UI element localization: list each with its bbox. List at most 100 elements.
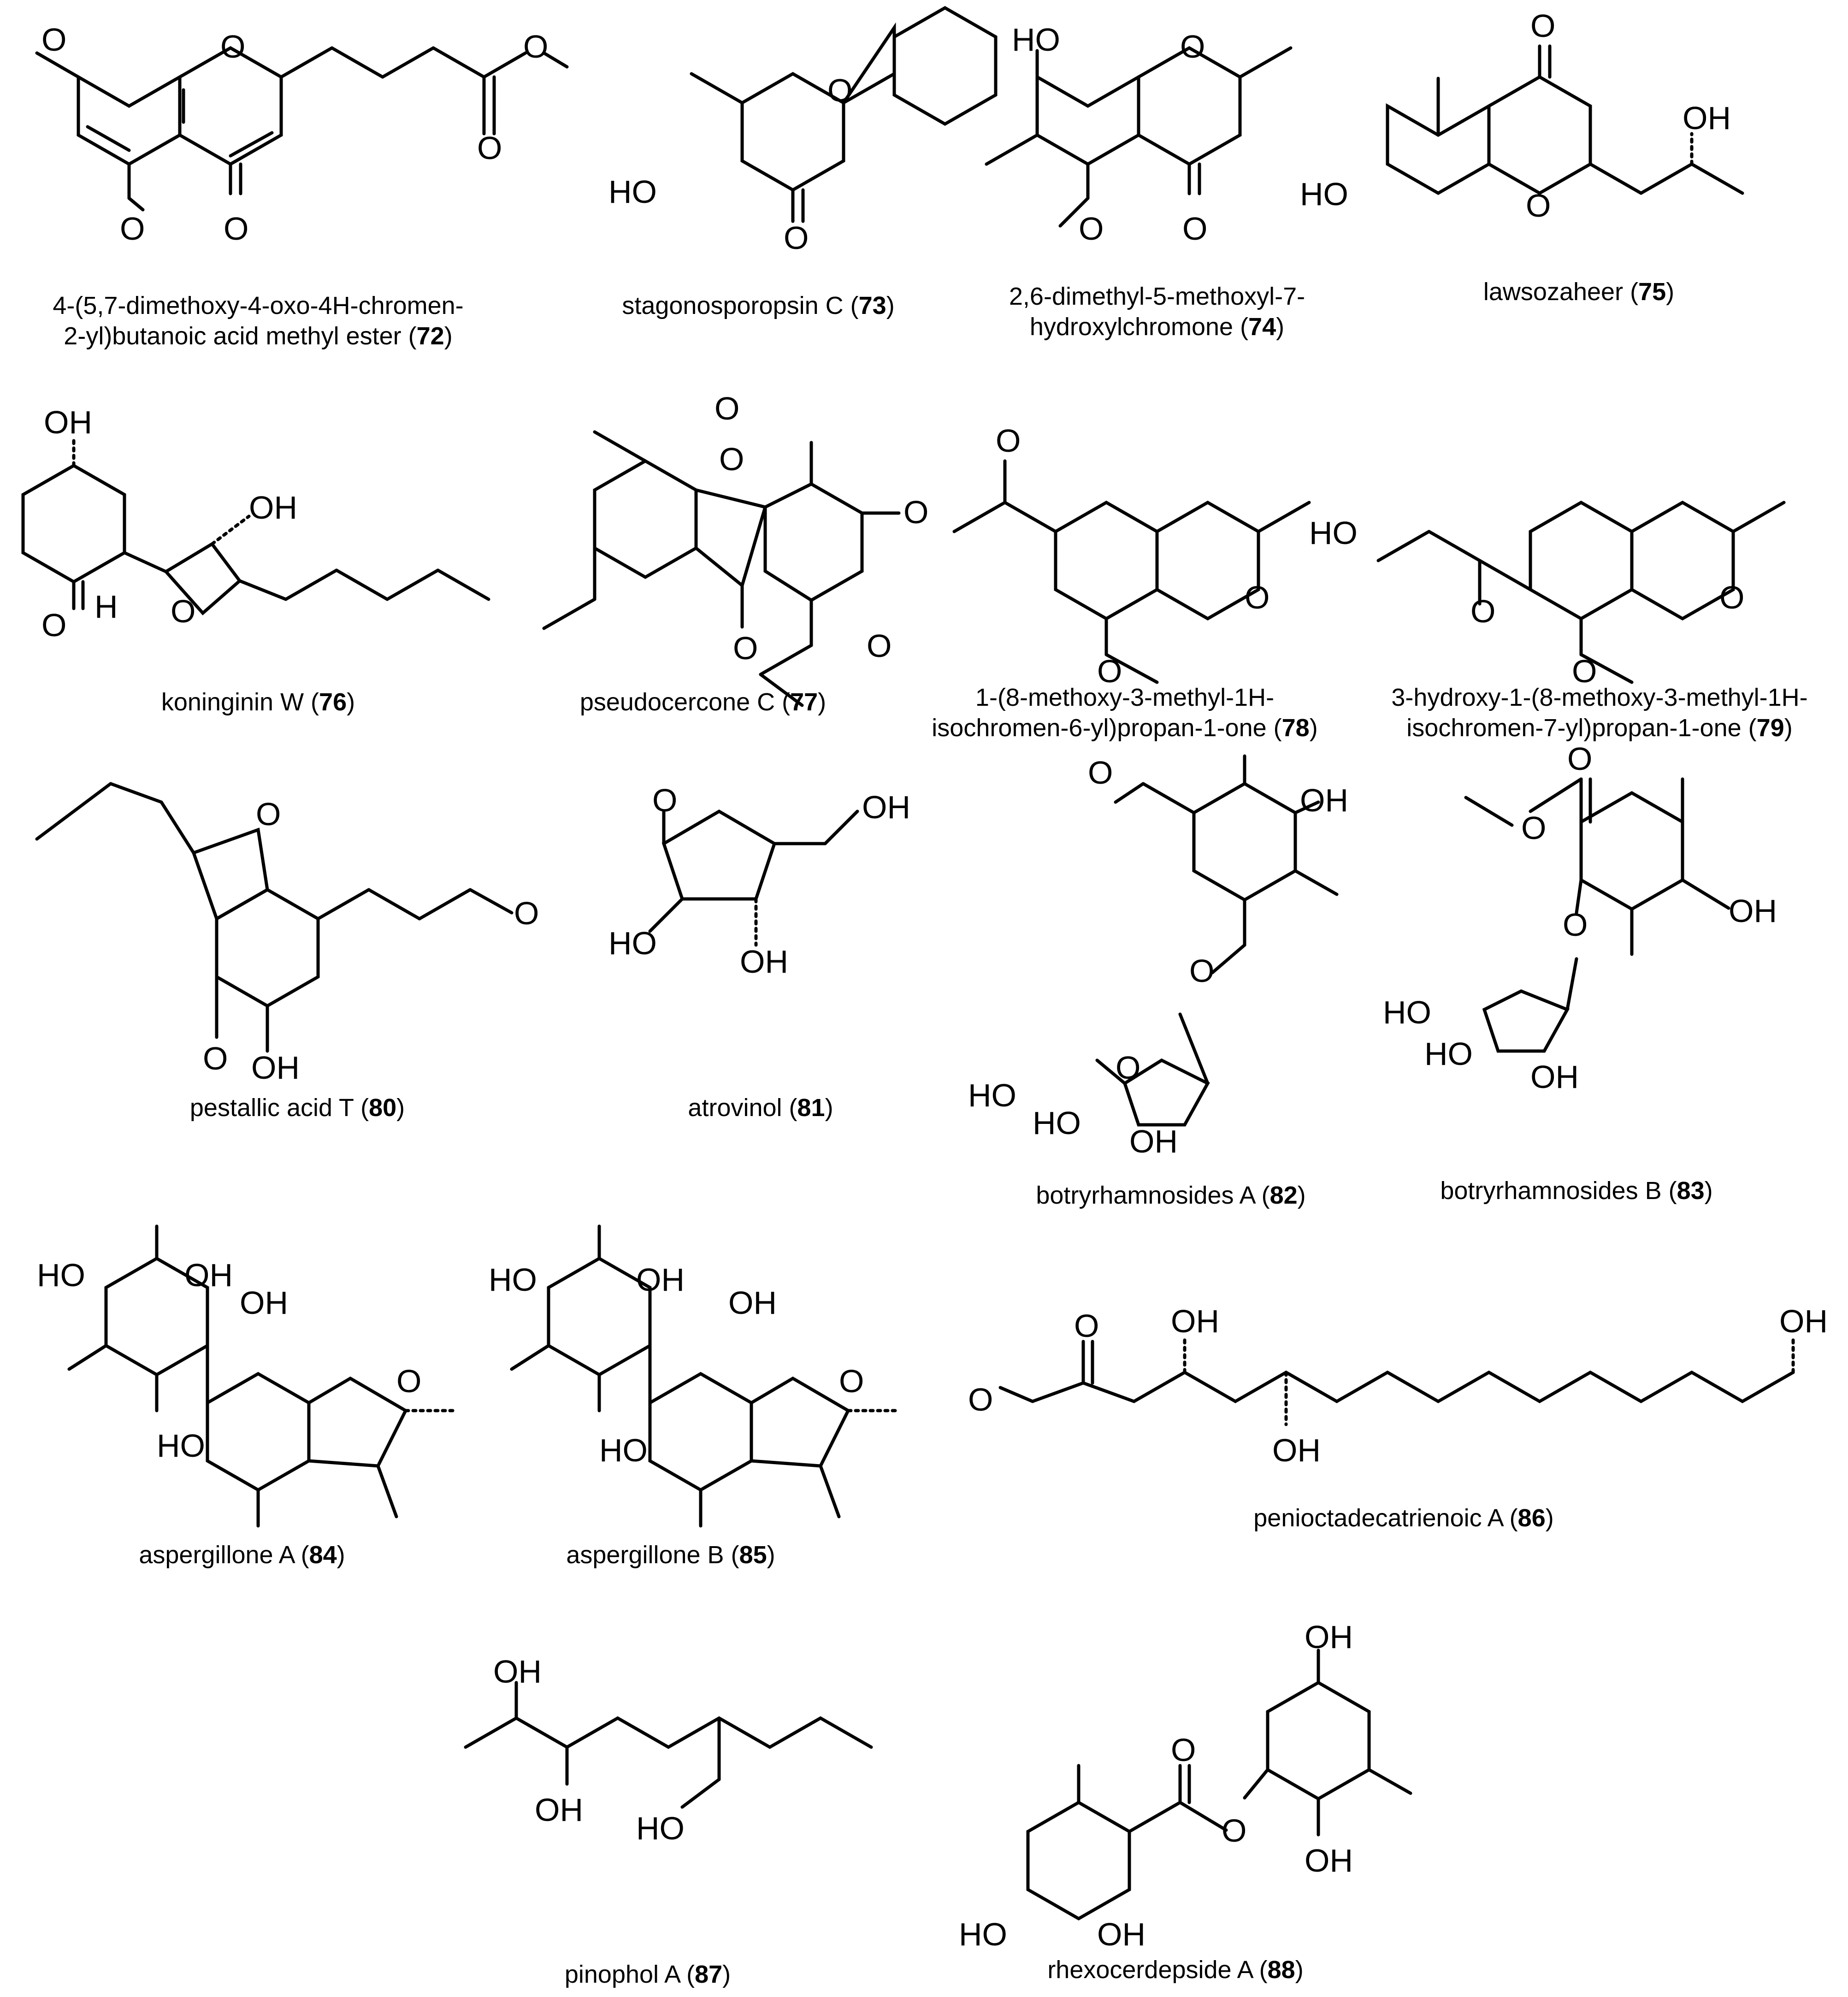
svg-text:O: O <box>839 1363 864 1399</box>
compound-name-line: pseudocercone C (77) <box>579 688 827 716</box>
svg-text:O: O <box>1572 653 1597 689</box>
svg-text:O: O <box>1521 810 1546 846</box>
compound-number: 88 <box>1267 1956 1295 1984</box>
compound-name-line: 3-hydroxy-1-(8-methoxy-3-methyl-1H- <box>1391 684 1808 711</box>
svg-text:O: O <box>1526 188 1551 224</box>
structure-73 <box>690 6 998 223</box>
compound-name-line: stagonosporopsin C (73) <box>622 292 895 319</box>
compound-number: 83 <box>1677 1177 1705 1205</box>
svg-text:OH: OH <box>493 1654 542 1690</box>
svg-text:OH: OH <box>249 490 297 526</box>
compound-name-line: 2,6-dimethyl-5-methoxyl-7- <box>1009 283 1305 310</box>
svg-text:O: O <box>1567 741 1592 777</box>
compound-number: 86 <box>1517 1504 1546 1532</box>
svg-text:O: O <box>477 130 502 166</box>
svg-text:HO: HO <box>489 1262 537 1298</box>
svg-text:OH: OH <box>1300 782 1348 818</box>
svg-text:OH: OH <box>1683 100 1731 136</box>
compound-name-line: rhexocerdepside A (88) <box>1047 1956 1304 1984</box>
compound-name-line: koninginin W (76) <box>161 688 355 716</box>
svg-text:HO: HO <box>1309 515 1358 551</box>
svg-text:O: O <box>733 630 758 666</box>
svg-text:OH: OH <box>1779 1303 1828 1339</box>
structure-80 <box>35 782 514 1053</box>
svg-text:OH: OH <box>728 1285 777 1321</box>
svg-text:HO: HO <box>1033 1105 1081 1141</box>
svg-text:O: O <box>1074 1308 1099 1344</box>
labels-83: O O OH O HO HO OH <box>1383 741 1777 1095</box>
svg-text:O: O <box>1088 755 1113 791</box>
svg-text:O: O <box>120 211 145 247</box>
labels-72: O O O O O O <box>41 22 548 247</box>
svg-text:OH: OH <box>636 1262 685 1298</box>
labels-85: HO OH OH HO O <box>489 1262 864 1468</box>
structure-79 <box>1376 500 1786 684</box>
compound-name-72: 4-(5,7-dimethoxy-4-oxo-4H-chromen- 2-yl)… <box>53 290 463 351</box>
compound-name-80: pestallic acid T (80) <box>190 1093 405 1123</box>
svg-text:OH: OH <box>740 944 788 980</box>
compound-name-line: lawsozaheer (75) <box>1483 278 1675 306</box>
svg-text:OH: OH <box>535 1792 583 1828</box>
compound-name-83: botryrhamnosides B (83) <box>1440 1176 1712 1206</box>
compound-name-line: 4-(5,7-dimethoxy-4-oxo-4H-chromen- <box>53 292 464 319</box>
structure-77 <box>542 430 901 707</box>
svg-text:O: O <box>41 22 66 58</box>
structure-78 <box>952 459 1311 684</box>
compound-name-84: aspergillone A (84) <box>139 1540 345 1570</box>
svg-text:O: O <box>1171 1732 1196 1768</box>
compound-number: 80 <box>369 1094 397 1122</box>
compound-name-line: botryrhamnosides A (82) <box>1036 1182 1306 1209</box>
compound-number: 78 <box>1281 714 1310 742</box>
svg-text:O: O <box>203 1040 228 1076</box>
compound-name-75: lawsozaheer (75) <box>1483 277 1674 307</box>
compound-name-76: koninginin W (76) <box>161 687 355 717</box>
compound-name-line: pinophol A (87) <box>564 1961 731 1988</box>
compound-number: 81 <box>797 1094 825 1122</box>
svg-text:HO: HO <box>608 925 657 961</box>
compound-name-line: hydroxylchromone (74) <box>1029 313 1285 341</box>
svg-text:OH: OH <box>1305 1619 1353 1655</box>
labels-88: O O OH OH HO OH <box>959 1619 1353 1952</box>
svg-text:HO: HO <box>636 1810 685 1846</box>
svg-text:O: O <box>1182 211 1207 247</box>
svg-text:O: O <box>1470 593 1495 629</box>
labels-78: O O O <box>996 423 1269 689</box>
svg-text:O: O <box>396 1363 421 1399</box>
svg-text:O: O <box>1222 1813 1246 1849</box>
structure-82 <box>1095 754 1339 1127</box>
labels-87: OH OH HO <box>493 1654 685 1846</box>
compound-number: 72 <box>416 322 444 350</box>
svg-text:OH: OH <box>1171 1303 1219 1339</box>
compound-name-line: aspergillone A (84) <box>139 1541 345 1569</box>
svg-text:OH: OH <box>1305 1843 1353 1879</box>
svg-text:O: O <box>256 796 281 832</box>
labels-76: OH O H OH O <box>41 404 297 643</box>
compound-name-78: 1-(8-methoxy-3-methyl-1H- isochromen-6-y… <box>932 682 1317 743</box>
svg-text:O: O <box>652 782 677 818</box>
svg-text:O: O <box>523 29 548 65</box>
labels-77: O O O O O <box>714 390 928 666</box>
svg-text:OH: OH <box>1530 1059 1579 1095</box>
svg-text:OH: OH <box>1129 1123 1178 1159</box>
structure-76 <box>21 436 490 615</box>
labels-80: O O O OH <box>203 796 539 1086</box>
compound-name-line: pestallic acid T (80) <box>189 1094 405 1122</box>
labels-75: O O HO OH <box>1300 8 1731 224</box>
structure-72 <box>35 46 569 212</box>
svg-text:O: O <box>1245 579 1269 615</box>
labels-84: HO OH OH HO O <box>37 1257 421 1464</box>
compound-name-85: aspergillone B (85) <box>566 1540 775 1570</box>
compound-number: 85 <box>739 1541 767 1569</box>
svg-text:O: O <box>784 220 809 256</box>
svg-text:OH: OH <box>44 404 92 440</box>
structure-86 <box>998 1335 1795 1426</box>
structure-83 <box>1464 777 1730 1053</box>
svg-text:OH: OH <box>1729 893 1777 929</box>
compound-name-line: isochromen-6-yl)propan-1-one (78) <box>932 714 1318 742</box>
svg-text:O: O <box>827 72 852 108</box>
compound-name-74: 2,6-dimethyl-5-methoxyl-7- hydroxylchrom… <box>1009 281 1305 342</box>
compound-number: 84 <box>309 1541 337 1569</box>
compound-name-87: pinophol A (87) <box>565 1959 731 1990</box>
